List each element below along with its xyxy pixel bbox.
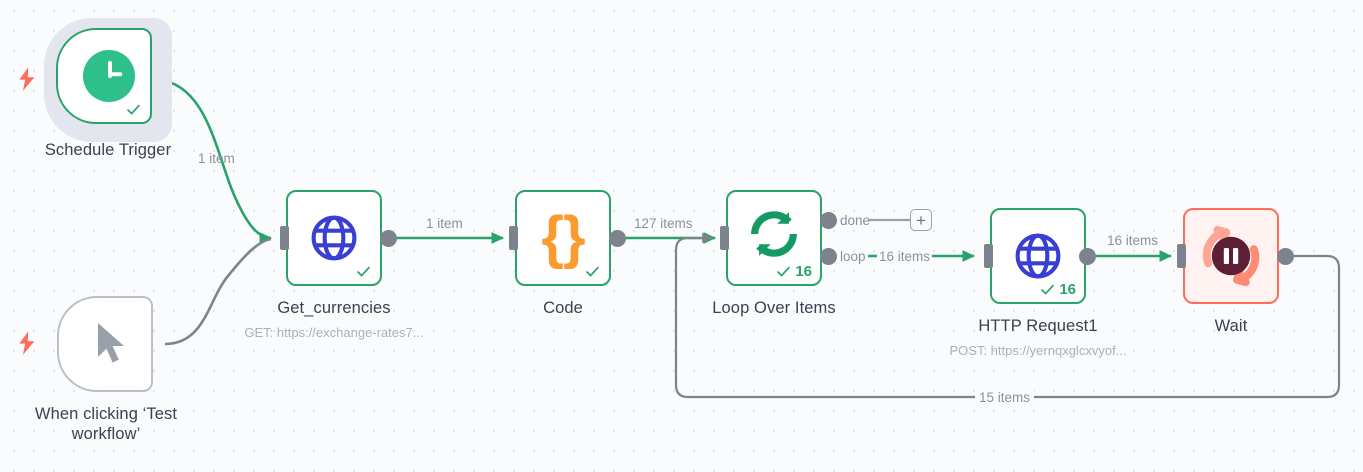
node-schedule-trigger[interactable] (56, 28, 152, 124)
node-label-http-request1: HTTP Request1 (978, 317, 1098, 335)
output-port-http-request1[interactable] (1079, 248, 1096, 265)
output-port-wait[interactable] (1277, 248, 1294, 265)
check-icon (586, 266, 599, 277)
status-badge-get-currencies (355, 263, 372, 280)
badge-count-loop-over-items: 16 (795, 263, 812, 280)
edge-label-http-to-wait: 16 items (1107, 233, 1159, 248)
node-label-get-currencies: Get_currencies (277, 299, 391, 317)
node-http-request1[interactable]: 16 (990, 208, 1086, 304)
status-badge-loop-over-items: 16 (775, 263, 812, 280)
node-subtitle-http-request1: POST: https://yernqxglcxvyof... (949, 343, 1127, 358)
node-subtitle-get-currencies: GET: https://exchange-rates7... (244, 325, 424, 340)
status-badge-http-request1: 16 (1039, 281, 1076, 298)
check-icon (1041, 284, 1055, 295)
edge-label-wait-to-loop-loopback: 15 items (975, 390, 1035, 405)
input-port-loop-over-items[interactable] (720, 226, 729, 250)
output-port-loop-done[interactable] (820, 212, 837, 229)
edge-label-get-currencies-to-code: 1 item (426, 216, 463, 231)
globe-icon (992, 210, 1084, 302)
add-node-button[interactable]: + (910, 209, 932, 231)
node-loop-over-items[interactable]: 16 (726, 190, 822, 286)
pause-spinner-icon (1185, 210, 1277, 302)
edge-label-loop-loop-to-http: 16 items (877, 249, 933, 264)
cursor-arrow-icon (59, 298, 151, 390)
output-port-loop-loop[interactable] (820, 248, 837, 265)
check-icon (127, 104, 140, 115)
globe-icon (288, 192, 380, 284)
node-wait[interactable] (1183, 208, 1279, 304)
wire-schedule-to-get-currencies (156, 78, 273, 244)
output-port-label-done: done (840, 213, 871, 228)
status-badge-code (584, 263, 601, 280)
node-code[interactable]: {} (515, 190, 611, 286)
input-port-code[interactable] (509, 226, 518, 250)
node-get-currencies[interactable] (286, 190, 382, 286)
output-port-code[interactable] (609, 230, 626, 247)
output-port-label-loop: loop (840, 249, 866, 264)
node-label-loop-over-items: Loop Over Items (712, 299, 836, 317)
loop-refresh-icon (728, 192, 820, 284)
node-label-wait: Wait (1214, 317, 1248, 335)
node-label-code: Code (543, 299, 583, 317)
check-icon (777, 266, 791, 277)
clock-icon (58, 30, 150, 122)
badge-count-http-request1: 16 (1059, 281, 1076, 298)
trigger-bolt-icon-schedule (19, 67, 35, 91)
node-label-manual-trigger: When clicking ‘Test workflow’ (34, 405, 178, 444)
node-label-schedule-trigger: Schedule Trigger (44, 141, 172, 159)
edge-label-code-to-loop: 127 items (634, 216, 693, 231)
input-port-get-currencies[interactable] (280, 226, 289, 250)
check-icon (357, 266, 370, 277)
input-port-wait[interactable] (1177, 244, 1186, 268)
node-manual-trigger[interactable] (57, 296, 153, 392)
status-badge-schedule-trigger (125, 101, 142, 118)
curly-braces-icon: {} (541, 205, 585, 270)
input-port-http-request1[interactable] (984, 244, 993, 268)
edge-label-schedule-to-get-currencies: 1 item (198, 151, 235, 166)
wire-manual-to-get-currencies (164, 237, 272, 346)
output-port-get-currencies[interactable] (380, 230, 397, 247)
trigger-bolt-icon-manual (19, 331, 35, 355)
